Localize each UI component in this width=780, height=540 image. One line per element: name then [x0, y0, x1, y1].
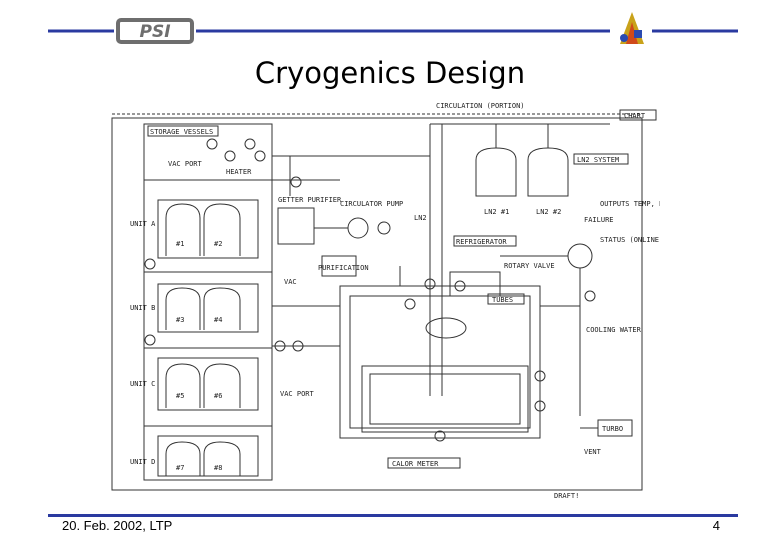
vessel-1: #1: [176, 240, 184, 248]
label-vac-port-2: VAC PORT: [280, 390, 315, 398]
footer-divider: [48, 514, 738, 517]
label-failure: FAILURE: [584, 216, 614, 224]
label-refrigerator: REFRIGERATOR: [456, 238, 507, 246]
psi-logo-text: PSI: [139, 22, 170, 42]
cryogenics-schematic: STORAGE VESSELS CHART CIRCULATION (PORTI…: [111, 102, 660, 500]
label-circulation: CIRCULATION (PORTION): [436, 102, 525, 110]
label-unit-b: UNIT B: [130, 304, 155, 312]
right-logo-icon: [620, 12, 644, 44]
label-status: STATUS (ONLINE): [600, 236, 660, 244]
label-chart: CHART: [624, 112, 646, 120]
header-band: PSI: [48, 12, 738, 46]
footer-date: 20. Feb. 2002, LTP: [62, 518, 173, 533]
label-outputs: OUTPUTS TEMP, PRES: [600, 200, 660, 208]
page-title: Cryogenics Design: [254, 56, 526, 90]
label-calorimeter: CALOR METER: [392, 460, 439, 468]
vessel-4: #4: [214, 316, 222, 324]
label-heater: HEATER: [226, 168, 252, 176]
label-getter: GETTER PURIFIER: [278, 196, 342, 204]
psi-logo: PSI: [114, 16, 196, 46]
vessel-2: #2: [214, 240, 222, 248]
label-circ-pump: CIRCULATOR PUMP: [340, 200, 403, 208]
label-vac-port: VAC PORT: [168, 160, 203, 168]
page-number: 4: [712, 518, 720, 533]
label-unit-d: UNIT D: [130, 458, 155, 466]
vessel-6: #6: [214, 392, 222, 400]
vessel-8: #8: [214, 464, 222, 472]
label-draft: DRAFT!: [554, 492, 579, 500]
label-cooling-water: COOLING WATER: [586, 326, 642, 334]
vessel-7: #7: [176, 464, 184, 472]
vessel-5: #5: [176, 392, 184, 400]
label-ln2: LN2: [414, 214, 427, 222]
label-unit-c: UNIT C: [130, 380, 155, 388]
label-storage: STORAGE VESSELS: [150, 128, 213, 136]
label-ln2-2: LN2 #2: [536, 208, 561, 216]
label-ln2-system: LN2 SYSTEM: [577, 156, 619, 164]
label-vent: VENT: [584, 448, 602, 456]
label-turbo: TURBO: [602, 425, 623, 433]
label-unit-a: UNIT A: [130, 220, 156, 228]
vessel-3: #3: [176, 316, 184, 324]
label-rotary-valve: ROTARY VALVE: [504, 262, 555, 270]
label-vac: VAC: [284, 278, 297, 286]
label-tubes: TUBES: [492, 296, 513, 304]
label-purification: PURIFICATION: [318, 264, 369, 272]
label-ln2-1: LN2 #1: [484, 208, 509, 216]
